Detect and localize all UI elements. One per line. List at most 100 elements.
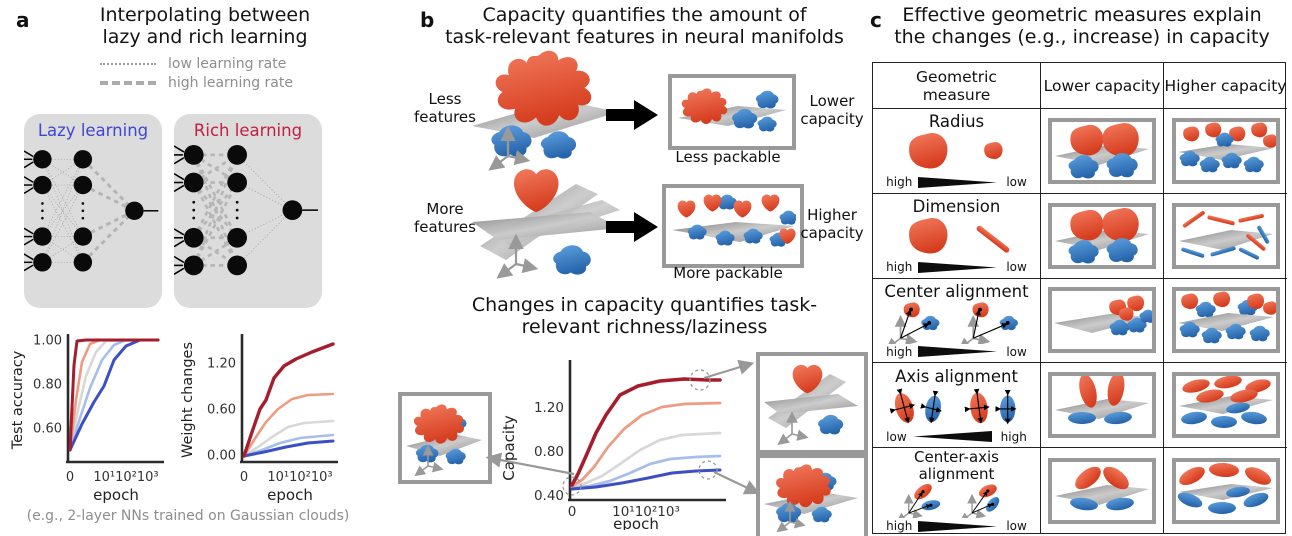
panel-a-title: Interpolating between lazy and rich lear… <box>99 4 311 48</box>
center-alignment-wedge: high low <box>886 344 1027 359</box>
panel-c-tag: c <box>870 8 882 32</box>
panel-b-subtitle: Changes in capacity quantifies task- rel… <box>471 294 818 338</box>
center-axis-lower-cell <box>1041 448 1164 533</box>
arrow-right-icon <box>606 212 658 242</box>
svg-text:1.20: 1.20 <box>207 357 236 372</box>
dimension-higher-cell <box>1164 194 1287 279</box>
dimension-wedge: high low <box>886 260 1027 275</box>
radius-higher-cell <box>1164 109 1287 194</box>
svg-text:0.60: 0.60 <box>33 422 62 437</box>
test-accuracy-ylabel: Test accuracy <box>10 350 26 450</box>
dashed-line-sample <box>100 81 156 85</box>
more-packable-caption: More packable <box>673 264 783 282</box>
more-features-manifold <box>472 169 620 288</box>
svg-text:epoch: epoch <box>613 515 659 530</box>
arrow-to-lazy-box-2-icon <box>713 471 760 495</box>
radius-icon <box>908 133 1003 169</box>
arrow-right-icon <box>606 100 658 130</box>
lazy-network-box: Lazy learning <box>24 114 162 308</box>
less-features-manifold <box>472 50 618 174</box>
axis-alignment-lower-cell <box>1041 363 1164 449</box>
more-packable-image <box>672 194 796 247</box>
legend-high-lr-label: high learning rate <box>168 75 293 91</box>
panel-a-caption: (e.g., 2-layer NNs trained on Gaussian c… <box>26 508 350 524</box>
center-alignment-higher-cell <box>1164 279 1287 364</box>
radius-higher-image <box>1171 117 1280 184</box>
center-axis-alignment-icon <box>882 484 999 518</box>
test-accuracy-chart: Test accuracy 1.00 0.80 0.60 0 10¹10²10³… <box>10 334 164 504</box>
radius-wedge: high low <box>886 175 1027 190</box>
capacity-chart: Capacity 1.20 0.80 0.40 0 10¹10²10³ epoc… <box>500 360 726 530</box>
weight-changes-chart: Weight changes 1.20 0.60 0.00 0 10¹10²10… <box>180 334 338 504</box>
capacity-ylabel: Capacity <box>500 415 518 481</box>
panel-c-title: Effective geometric measures explain the… <box>894 4 1270 48</box>
dimension-lower-cell <box>1041 193 1164 279</box>
less-packable-image <box>678 88 786 132</box>
dimension-lower-image <box>1048 202 1156 269</box>
more-features-label: More features <box>414 200 476 236</box>
rich-learning-label: Rich learning <box>193 121 303 140</box>
lazy-manifold-image-2 <box>764 464 858 532</box>
axis-alignment-wedge: low high <box>886 429 1027 444</box>
svg-text:epoch: epoch <box>267 486 313 504</box>
svg-text:0.60: 0.60 <box>207 403 236 418</box>
center-alignment-higher-image <box>1171 287 1280 354</box>
svg-text:0: 0 <box>240 470 248 485</box>
axis-alignment-higher-cell <box>1164 363 1287 449</box>
svg-text:0.00: 0.00 <box>207 449 236 464</box>
lazy-network-diagram <box>24 150 159 272</box>
measure-center-alignment: Center alignment <box>873 278 1041 364</box>
lazy-manifold-box-2 <box>756 454 868 536</box>
panel-b-title: Capacity quantifies the amount of task-r… <box>445 4 844 48</box>
radius-lower-image <box>1048 117 1156 184</box>
wedge-high-to-low-icon <box>918 176 998 188</box>
svg-text:10¹10²10³: 10¹10²10³ <box>267 470 332 485</box>
center-axis-higher-image <box>1171 457 1280 524</box>
header-higher-capacity: Higher capacity <box>1164 63 1287 109</box>
dimension-higher-image <box>1171 202 1280 269</box>
wedge-high-to-low-icon <box>918 520 998 532</box>
center-alignment-lower-image <box>1048 287 1156 354</box>
svg-text:0: 0 <box>568 504 577 520</box>
dimension-icon <box>908 218 1009 254</box>
measure-axis-alignment: Axis alignment <box>873 363 1041 449</box>
wedge-high-to-low-icon <box>918 261 998 273</box>
arrow-to-rich-box-icon <box>703 359 755 380</box>
lazy-manifold-box <box>398 392 492 484</box>
dotted-line-sample <box>100 63 156 65</box>
wedge-low-to-high-icon <box>912 431 992 443</box>
lower-capacity-label: Lower capacity <box>800 92 864 128</box>
svg-text:10¹10²10³: 10¹10²10³ <box>612 504 680 520</box>
measure-dimension: Dimension high low <box>873 193 1041 279</box>
lazy-manifold-image <box>406 404 482 476</box>
axis-alignment-lower-image <box>1048 372 1156 439</box>
arrow-to-lazy-box-icon <box>485 452 575 476</box>
axis-alignment-higher-image <box>1171 372 1280 439</box>
svg-text:epoch: epoch <box>93 486 139 504</box>
weight-changes-ylabel: Weight changes <box>180 342 196 458</box>
rich-network-box: Rich learning <box>174 114 322 308</box>
less-features-label: Less features <box>414 90 476 126</box>
rich-network-diagram <box>174 145 319 276</box>
measure-center-axis-alignment: Center-axis alignment <box>873 448 1041 533</box>
svg-text:1.00: 1.00 <box>33 334 62 349</box>
more-packable-box <box>662 184 804 268</box>
legend-high-lr: high learning rate <box>100 74 293 92</box>
center-axis-lower-image <box>1048 457 1156 524</box>
svg-text:0.40: 0.40 <box>534 488 564 504</box>
geometric-measures-table: Geometric measure Lower capacity Higher … <box>872 62 1287 534</box>
center-axis-higher-cell <box>1164 448 1287 533</box>
radius-lower-cell <box>1041 109 1164 194</box>
rich-manifold-image <box>764 364 858 446</box>
panel-b-tag: b <box>420 8 435 32</box>
svg-text:0.80: 0.80 <box>534 444 564 460</box>
svg-text:0: 0 <box>66 470 74 485</box>
legend-low-lr: low learning rate <box>100 55 286 73</box>
header-lower-capacity: Lower capacity <box>1041 63 1164 109</box>
svg-text:1.20: 1.20 <box>534 400 564 416</box>
panel-a-tag: a <box>16 8 30 32</box>
svg-text:0.80: 0.80 <box>33 378 62 393</box>
center-axis-alignment-wedge: high low <box>886 519 1027 533</box>
measure-radius: Radius high low <box>873 109 1041 194</box>
